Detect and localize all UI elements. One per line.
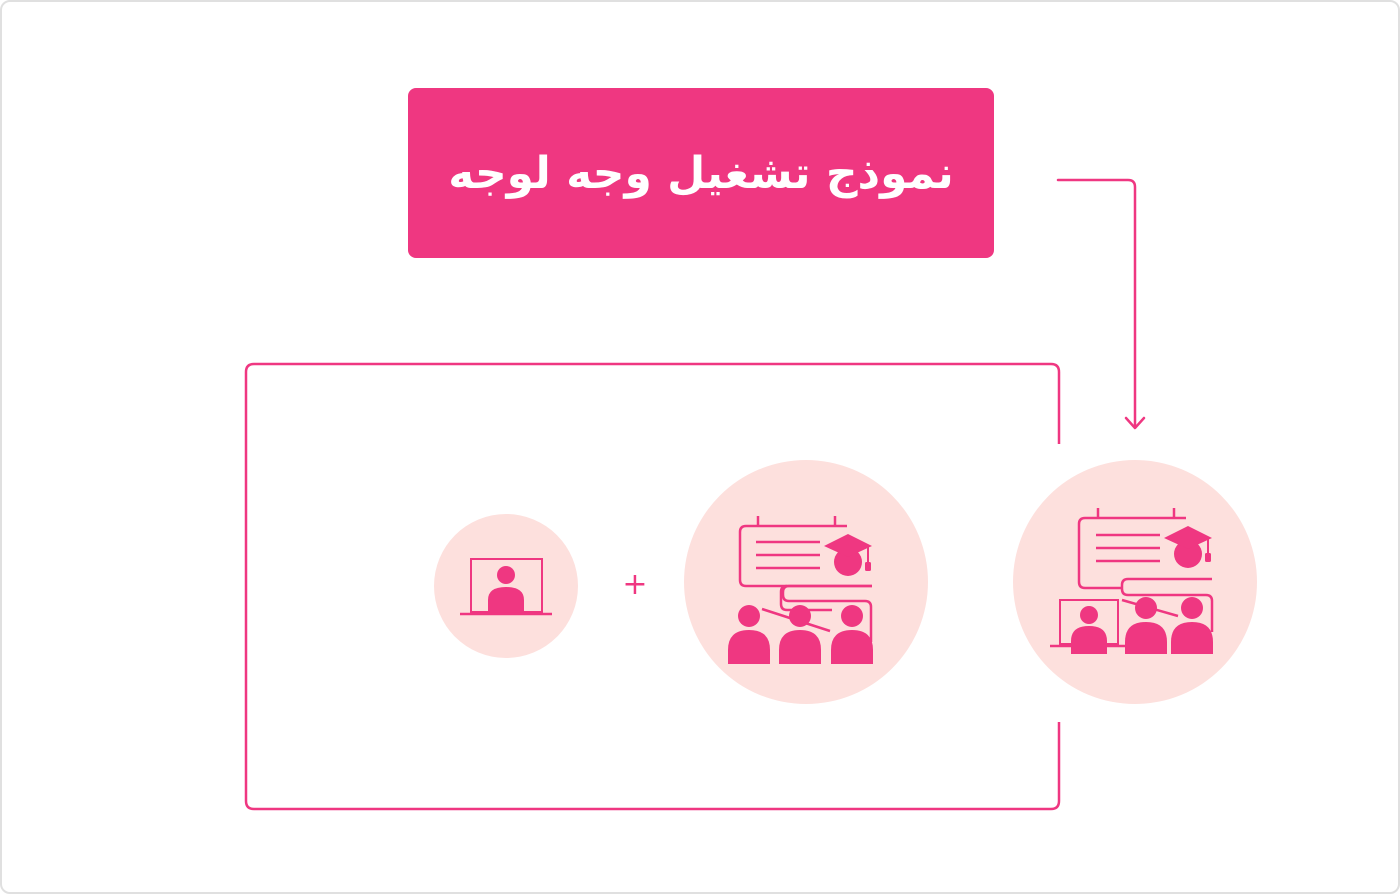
classroom-icon (728, 516, 873, 664)
blended-classroom-node (1013, 460, 1257, 704)
blended-classroom-icon (1050, 508, 1214, 654)
plus-sign: + (622, 567, 647, 602)
title-text: نموذج تشغيل وجه لوجه (448, 147, 954, 199)
classroom-node (684, 460, 928, 704)
title-box: نموذج تشغيل وجه لوجه (408, 88, 994, 258)
online-learner-node (434, 514, 578, 658)
online-learner-icon (460, 558, 552, 616)
grouping-bracket (244, 362, 1061, 811)
connector-arrow (1056, 178, 1146, 430)
